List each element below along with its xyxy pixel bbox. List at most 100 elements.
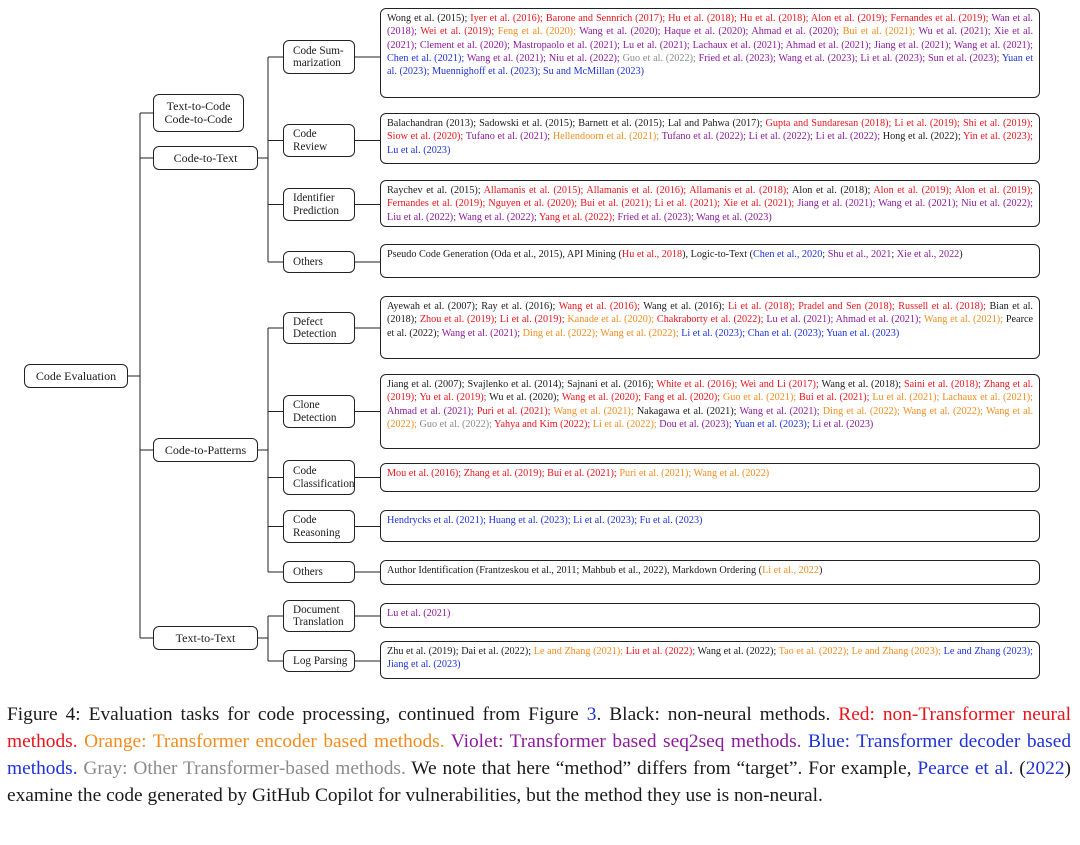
citation: Haque et al. (2020); xyxy=(664,26,752,38)
citation: Jiang et al. (2007); xyxy=(387,379,468,390)
citation: Siow et al. (2020); xyxy=(387,131,466,143)
citation: Hu et al. (2018); xyxy=(739,13,811,24)
citation: Alon et al. (2019); xyxy=(810,13,891,24)
branch-label: Code-to-Patterns xyxy=(164,442,247,457)
caption-segment: We note that here “method” differs from … xyxy=(411,758,918,779)
citation: Lu et al. (2021) xyxy=(387,608,451,619)
leaf-others-code-to-text: Others xyxy=(283,251,355,273)
citation: Muennighoff et al. (2023); xyxy=(431,66,543,78)
citation: Bui et al. (2021); xyxy=(842,26,919,38)
citations-document-translation: Lu et al. (2021) xyxy=(380,603,1040,628)
caption-segment: Pearce et al. xyxy=(917,758,1014,779)
citation: Bui et al. (2021); xyxy=(799,392,873,404)
citation: Lachaux et al. (2021); xyxy=(692,39,786,51)
figure-caption: Figure 4: Evaluation tasks for code proc… xyxy=(7,701,1071,809)
leaf-label: Others xyxy=(293,566,323,578)
citation: Ayewah et al. (2007); xyxy=(387,301,482,312)
citation: Tufano et al. (2022); xyxy=(661,131,749,143)
leaf-label-line: Code Sum- xyxy=(293,44,344,57)
branch-label-line: Text-to-Code xyxy=(166,99,231,113)
citation: Wang et al. (2021); xyxy=(953,39,1034,51)
citation: Tufano et al. (2021); xyxy=(465,131,553,143)
citation: Le and Zhang (2021); xyxy=(533,646,626,657)
citation: Sajnani et al. (2016); xyxy=(567,379,657,390)
citation: Russell et al. (2018); xyxy=(898,301,990,312)
citation: Mastropaolo et al. (2021); xyxy=(512,39,623,51)
citation: Lachaux et al. (2021); xyxy=(942,392,1034,404)
branch-code-to-patterns: Code-to-Patterns xyxy=(153,438,258,462)
caption-segment: 3 xyxy=(586,704,597,725)
citation: Liu et al. (2022); xyxy=(625,646,698,657)
leaf-code-summarization: Code Sum-marization xyxy=(283,40,355,74)
branch-text-to-code: Text-to-Code Code-to-Code xyxy=(153,94,244,132)
citation: Huang et al. (2023); xyxy=(488,515,574,526)
citation: Wei et al. (2019); xyxy=(420,26,498,38)
leaf-others-code-to-patterns: Others xyxy=(283,561,355,583)
leaf-label-line: Code xyxy=(293,514,317,527)
citation: Alon et al. (2019); xyxy=(954,185,1033,196)
citation: Hendrycks et al. (2021); xyxy=(387,515,489,526)
citation: Yuan et al. (2023) xyxy=(826,327,900,339)
citations-code-review: Balachandran (2013); Sadowski et al. (20… xyxy=(380,113,1040,164)
citation: Fried et al. (2023); xyxy=(698,52,779,64)
citation: Wu et al. (2020); xyxy=(489,392,562,404)
leaf-label: Code Sum-marization xyxy=(293,45,344,70)
citation: Yuan et al. (2023); xyxy=(387,52,1034,78)
caption-segment: Figure 4: Evaluation tasks for code proc… xyxy=(7,704,587,725)
citation: Yuan et al. (2023); xyxy=(733,418,813,430)
citation: Yahya and Kim (2022); xyxy=(494,418,593,430)
citation: Li et al. (2022); xyxy=(815,131,883,143)
citation: Chakraborty et al. (2022); xyxy=(656,314,767,326)
citation: Yin et al. (2023); xyxy=(962,131,1033,143)
citation: Feng et al. (2020); xyxy=(497,26,580,38)
citation: Barnett et al. (2015); xyxy=(578,118,668,129)
citation: ), Logic-to-Text ( xyxy=(682,249,753,260)
citations-others-code-to-patterns: Author Identification (Frantzeskou et al… xyxy=(380,560,1040,585)
citation: Dou et al. (2023); xyxy=(659,418,734,430)
citation: ; xyxy=(822,249,828,260)
citation: Nakagawa et al. (2021); xyxy=(636,405,740,417)
citation: Kanade et al. (2020); xyxy=(567,314,657,326)
citation: Wang et al. (2021); xyxy=(466,52,549,64)
citation: Fried et al. (2023); xyxy=(617,211,697,223)
citation: Gupta and Sundaresan (2018); xyxy=(765,118,895,129)
citation: Allamanis et al. (2015); xyxy=(483,185,587,196)
citation: Chan et al. (2023); xyxy=(747,327,827,339)
citation: Wang et al. (2020); xyxy=(579,26,665,38)
citation: Raychev et al. (2015); xyxy=(387,185,484,196)
citation: Bui et al. (2021); xyxy=(547,468,620,479)
leaf-label: Log Parsing xyxy=(293,655,347,667)
citation: Clement et al. (2020); xyxy=(419,39,513,51)
citation: ) xyxy=(818,565,823,576)
citation: Svajlenko et al. (2014); xyxy=(467,379,568,390)
leaf-label-line: Detection xyxy=(293,411,337,424)
citation: Li et al. (2019); xyxy=(499,314,568,326)
citation: Wang et al. (2021); xyxy=(441,327,523,339)
citations-others-code-to-text: Pseudo Code Generation (Oda et al., 2015… xyxy=(380,244,1040,278)
leaf-label-line: Document xyxy=(293,603,340,616)
leaf-label-line: Code xyxy=(293,128,317,141)
caption-segment: . Black: non-neural methods. xyxy=(596,704,839,725)
leaf-label-line: Classification xyxy=(293,477,355,490)
leaf-label-line: Code xyxy=(293,465,317,478)
citation: Nguyen et al. (2020); xyxy=(488,198,581,210)
branch-label: Text-to-Text xyxy=(175,630,236,645)
branch-label: Code-to-Text xyxy=(173,150,238,165)
citation: Lu et al. (2021); xyxy=(622,39,693,51)
citation: Zhou et al. (2019); xyxy=(419,314,500,326)
citation: Wang et al. (2022); xyxy=(697,646,779,657)
citation: Li et al., 2022 xyxy=(762,565,819,576)
citation: Hong et al. (2022); xyxy=(882,131,963,143)
citation: ; xyxy=(891,249,897,260)
citation: Iyer et al. (2016); xyxy=(470,13,546,24)
leaf-label-line: Translation xyxy=(293,616,344,628)
leaf-label-line: Clone xyxy=(293,399,320,412)
citation: Yu et al. (2019); xyxy=(419,392,490,404)
citation: Lu et al. (2021); xyxy=(766,314,836,326)
citation: Allamanis et al. (2016); xyxy=(586,185,690,196)
citation: Wan et al. (2018); xyxy=(387,13,1033,38)
citation: Zhu et al. (2019); xyxy=(387,646,462,657)
citation: Pradel and Sen (2018); xyxy=(798,301,899,312)
citation: Li et al. (2023); xyxy=(573,515,640,526)
caption-segment: ) examine the code generated by GitHub C… xyxy=(7,758,1072,806)
